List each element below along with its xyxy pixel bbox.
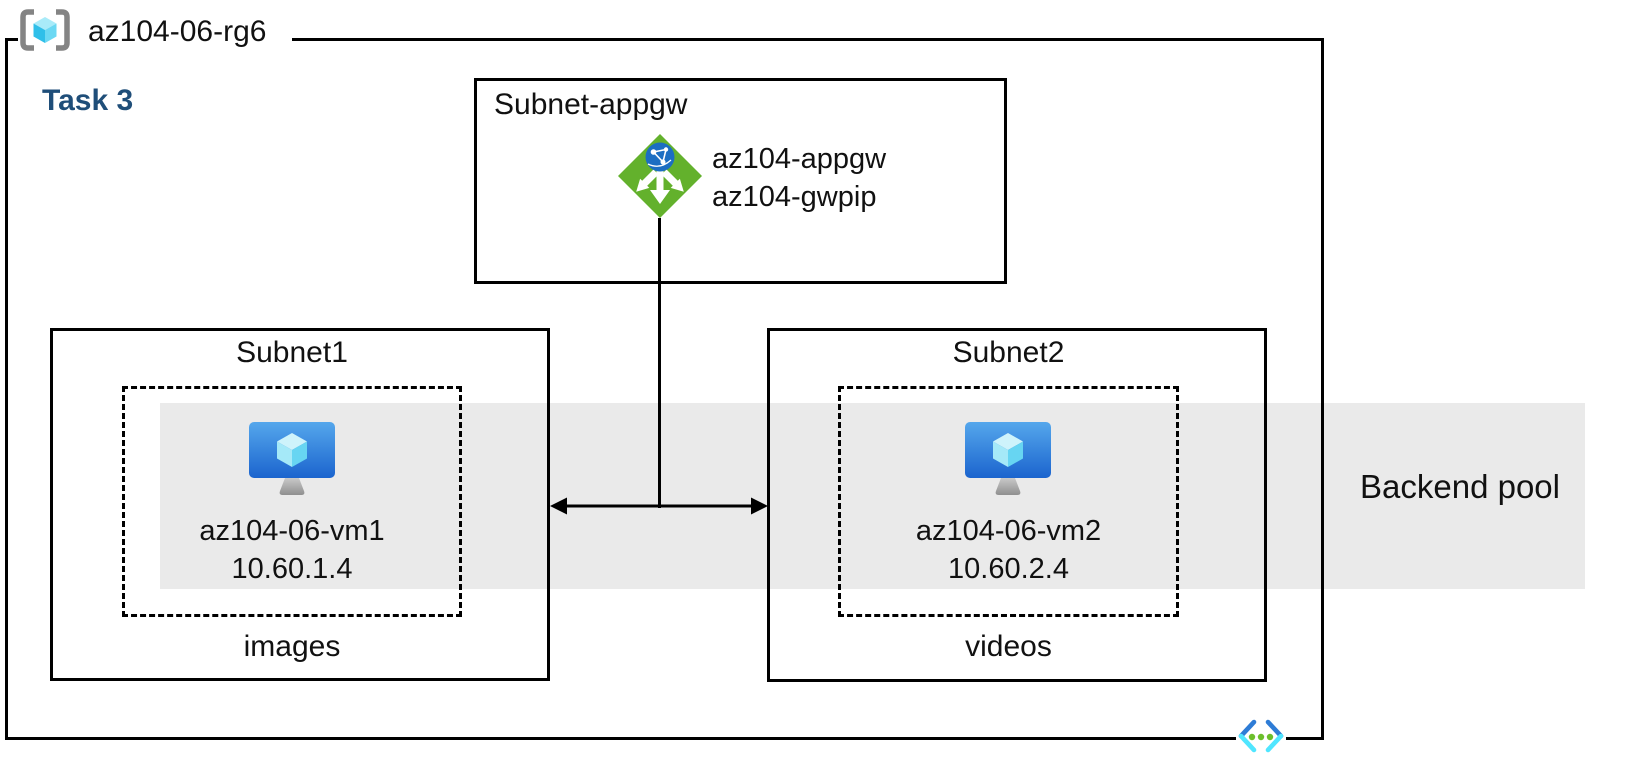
vm2-ip-label: 10.60.2.4 bbox=[948, 553, 1069, 585]
vm1-dashed-box bbox=[122, 386, 462, 617]
vm2-dashed-box bbox=[838, 386, 1179, 617]
subnet-link-arrow bbox=[548, 493, 770, 519]
resource-group-label: az104-06-rg6 bbox=[88, 15, 267, 48]
appgw-connector-line bbox=[658, 218, 661, 508]
vm2-name-label: az104-06-vm2 bbox=[915, 515, 1102, 547]
subnet2-box bbox=[767, 328, 1267, 682]
vm1-ip-label: 10.60.1.4 bbox=[231, 553, 353, 585]
subnet2-title: Subnet2 bbox=[952, 336, 1065, 369]
virtual-machine-icon-vm2 bbox=[964, 421, 1052, 503]
subnet2-caption: videos bbox=[965, 630, 1052, 663]
subnet1-box bbox=[50, 328, 550, 681]
application-gateway-icon bbox=[616, 132, 704, 220]
task-heading: Task 3 bbox=[42, 84, 134, 117]
resource-group-icon bbox=[19, 8, 71, 52]
resource-group-border-gap bbox=[18, 30, 292, 50]
subnet1-caption: images bbox=[243, 630, 341, 663]
backend-pool-band bbox=[160, 403, 1585, 589]
appgw-pip-label: az104-gwpip bbox=[712, 181, 877, 213]
appgw-subnet-box bbox=[474, 78, 1007, 284]
subnet1-title: Subnet1 bbox=[236, 336, 348, 369]
virtual-machine-icon-vm1 bbox=[248, 421, 336, 503]
resource-group-box bbox=[5, 38, 1324, 740]
vm1-name-label: az104-06-vm1 bbox=[199, 515, 385, 547]
appgw-subnet-title: Subnet-appgw bbox=[494, 88, 688, 121]
appgw-name-label: az104-appgw bbox=[712, 143, 887, 175]
backend-pool-label: Backend pool bbox=[1360, 468, 1560, 505]
virtual-network-icon bbox=[1236, 719, 1286, 755]
